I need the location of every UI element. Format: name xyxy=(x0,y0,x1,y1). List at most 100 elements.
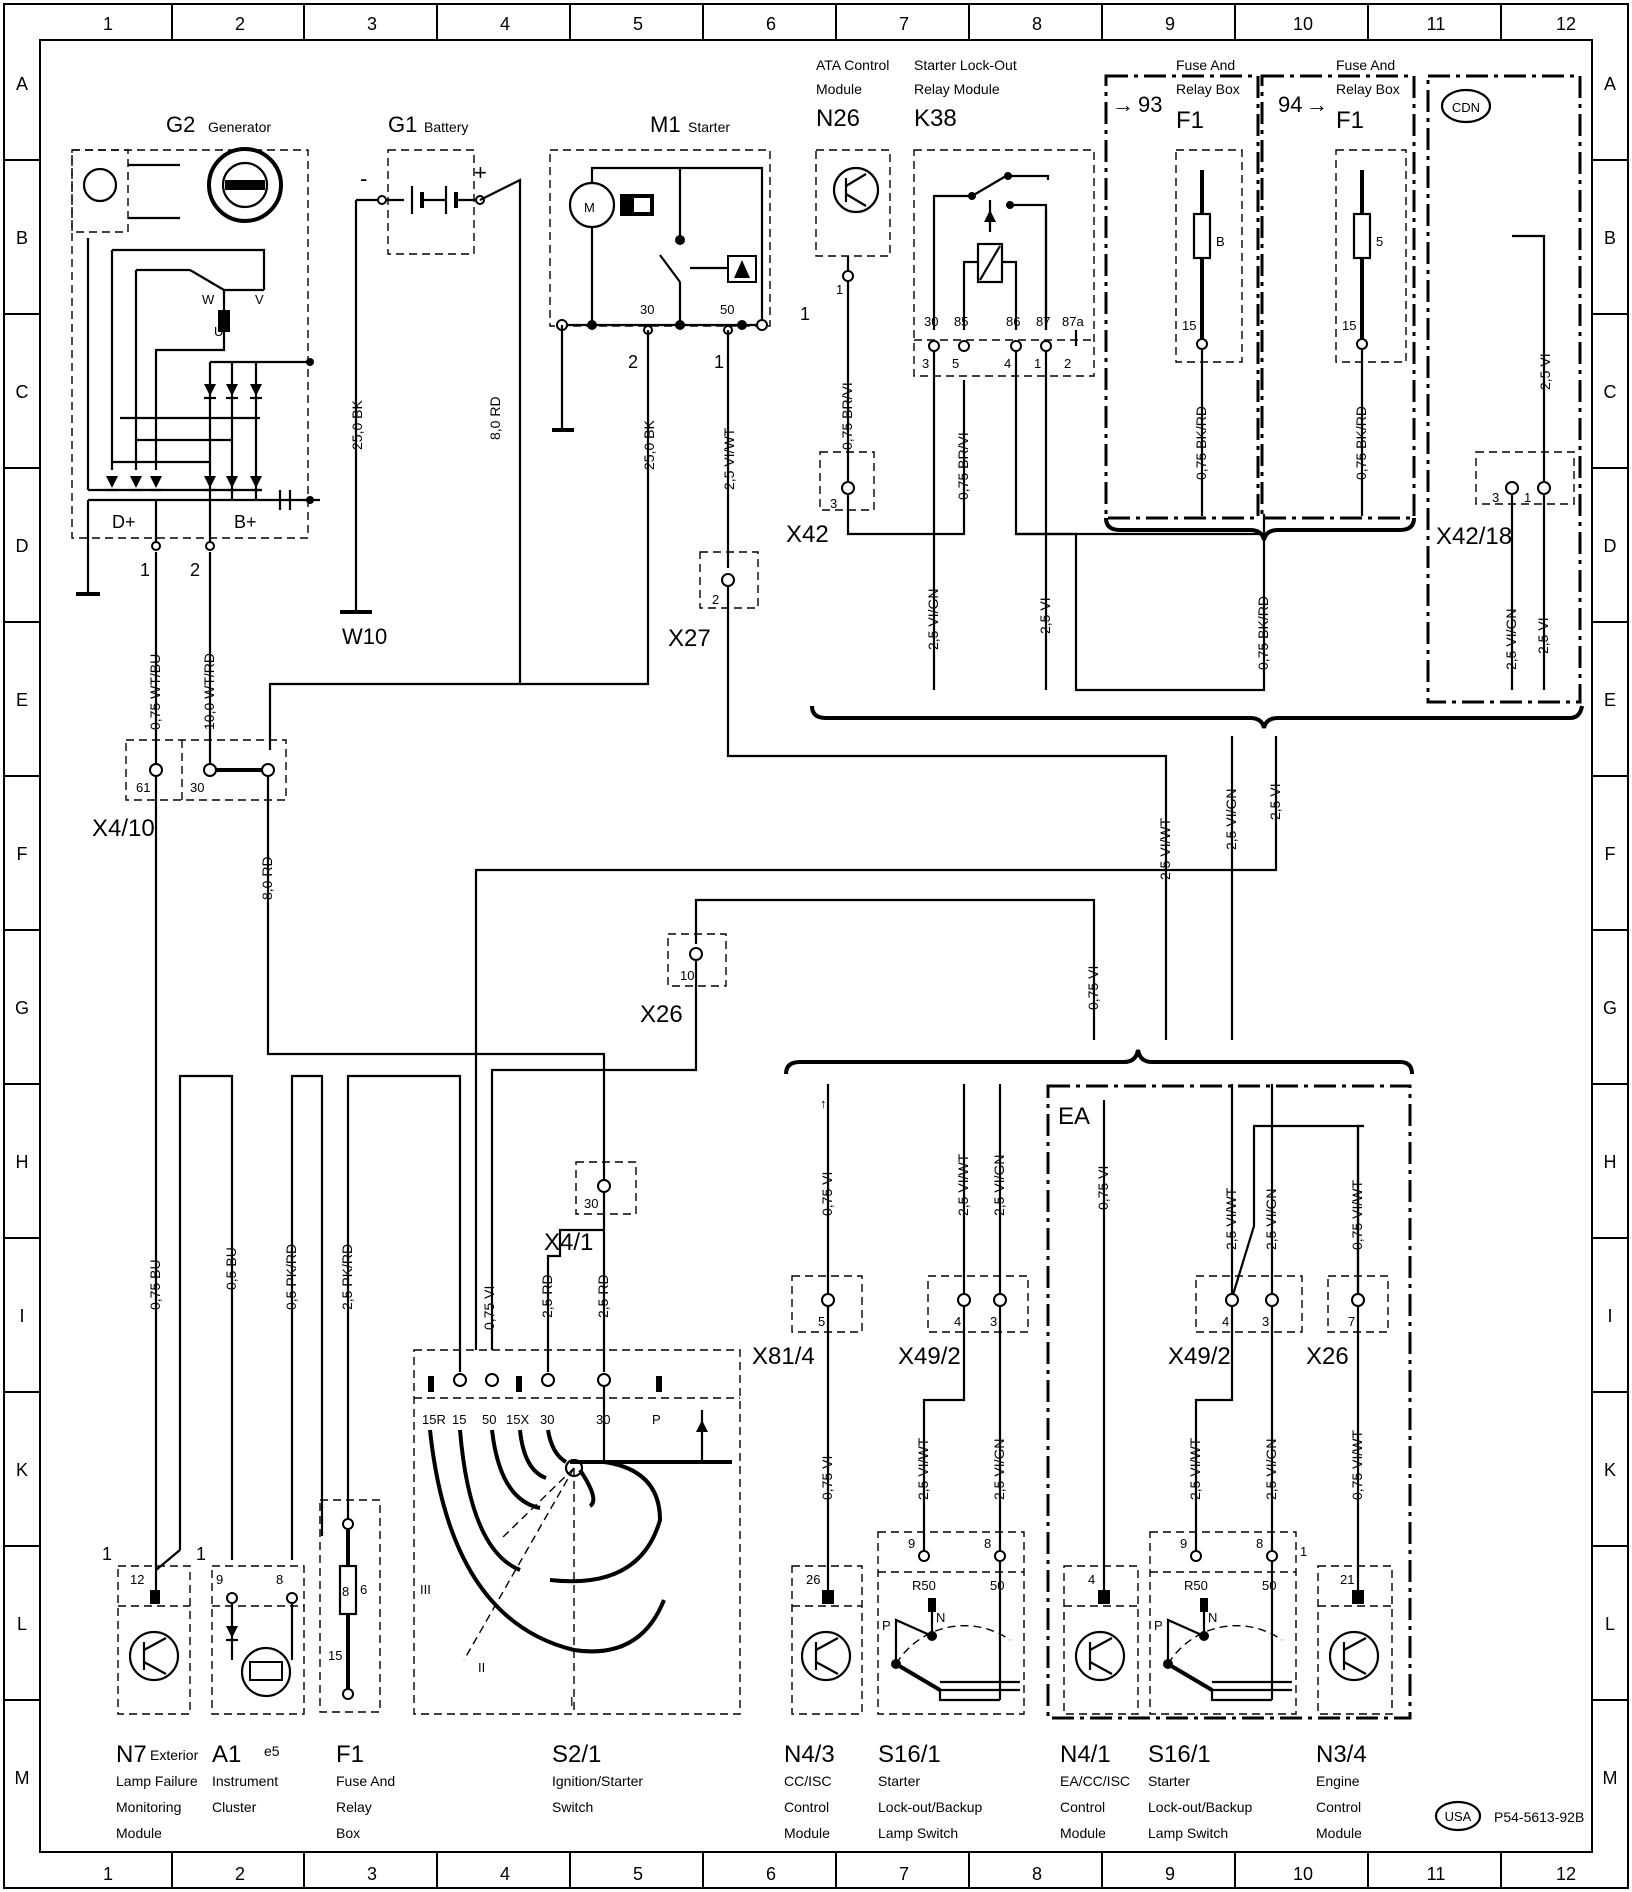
ground-point-w10: W10 xyxy=(342,624,387,649)
col-label: 9 xyxy=(1165,1864,1175,1884)
connector-label: X26 xyxy=(1306,1343,1349,1370)
connector-label: X27 xyxy=(668,625,711,652)
component-id: S16/1 xyxy=(1148,1741,1211,1768)
wire-label: 2,5 VI/GN xyxy=(1263,1439,1279,1500)
component-id: G1 xyxy=(388,112,417,137)
row-label: M xyxy=(15,1768,30,1788)
charge-lamp-icon xyxy=(240,1646,292,1698)
component-desc: Starter Lock-Out xyxy=(914,57,1017,73)
pin-label: 50 xyxy=(482,1412,496,1427)
pin-label: R50 xyxy=(912,1578,936,1593)
fuse-relay-box-lower: 8 6 15 F1 Fuse And Relay Box xyxy=(319,1499,395,1841)
pin-label: 10 xyxy=(680,968,694,983)
module-n4-3: ↑ 0,75 VI 5 X81/4 0,75 VI 26 N4/3 CC/ISC… xyxy=(752,1084,863,1841)
component-desc: Control xyxy=(1060,1799,1105,1815)
component-desc: Generator xyxy=(208,119,271,135)
row-label: E xyxy=(16,690,28,710)
wire-label: 2,5 VI/GN xyxy=(1263,1189,1279,1250)
pin-label: 4 xyxy=(1222,1314,1229,1329)
pin-label: 8 xyxy=(984,1536,991,1551)
rectifier-diodes-icon xyxy=(106,384,262,492)
pin-label: II xyxy=(478,1660,485,1675)
rotor-winding-icon xyxy=(207,147,283,223)
col-label: 7 xyxy=(899,1864,909,1884)
component-id: G2 xyxy=(166,112,195,137)
pin-label: 4 xyxy=(954,1314,961,1329)
col-label: 2 xyxy=(235,1864,245,1884)
pin-label: 8 xyxy=(276,1572,283,1587)
grid-ticks-top xyxy=(171,4,1502,40)
pin-label: 5 xyxy=(818,1314,825,1329)
transistor-icon xyxy=(832,166,880,214)
component-id: F1 xyxy=(336,1741,364,1768)
pin-label: 30 xyxy=(924,314,938,329)
component-id: F1 xyxy=(1176,107,1204,134)
pin-label: 15 xyxy=(1342,318,1356,333)
pin-label: 26 xyxy=(806,1572,820,1587)
pin-label: N xyxy=(936,1610,945,1625)
connector-x4-10: 61 30 X4/10 0,75 WT/BU 10,0 WT/RD 8,0 RD xyxy=(92,552,606,1536)
wire-label: 0,75 VI xyxy=(819,1456,835,1500)
row-label: I xyxy=(1607,1306,1612,1326)
grid-ticks-sides xyxy=(4,159,1628,1701)
svg-text:↑: ↑ xyxy=(820,1096,827,1111)
pin-label: 50 xyxy=(1262,1578,1276,1593)
row-label: D xyxy=(1604,536,1617,556)
pin-label: 2 xyxy=(190,560,200,580)
component-id: N7 xyxy=(116,1741,147,1768)
wire-label: 0,5 BU xyxy=(223,1247,239,1290)
component-desc: Starter xyxy=(1148,1773,1190,1789)
row-label: K xyxy=(16,1460,28,1480)
module-n26: ATA Control Module N26 1 1 0,75 BR/VI 3 … xyxy=(786,57,966,548)
pin-label: 1 xyxy=(196,1544,206,1564)
pin-label: I xyxy=(570,1694,574,1709)
fuse-relay-box-94: Fuse And Relay Box 94 → F1 5 15 0,75 BK/… xyxy=(1278,57,1407,516)
col-label: 7 xyxy=(899,14,909,34)
wire-label: 0,75 BK/RD xyxy=(1255,596,1271,670)
col-label: 1 xyxy=(103,14,113,34)
wire-label: 25,0 BK xyxy=(641,420,657,470)
module-n7: 12 1 N7 Exterior Lamp Failure Monitoring… xyxy=(102,1536,199,1841)
pin-label: 7 xyxy=(1348,1314,1355,1329)
col-label: 6 xyxy=(766,14,776,34)
component-desc: Engine xyxy=(1316,1773,1360,1789)
wire-label: 0,75 VI xyxy=(1095,1166,1111,1210)
instrument-cluster-a1: 1 9 8 A1 e5 Instrument Cluster xyxy=(196,1544,305,1815)
pin-label: 21 xyxy=(1340,1572,1354,1587)
component-desc: Ignition/Starter xyxy=(552,1773,643,1789)
ea-option-box xyxy=(1046,1084,1412,1720)
pin-label: R50 xyxy=(1184,1578,1208,1593)
pin-label: 5 xyxy=(1376,234,1383,249)
pin-label: 61 xyxy=(136,780,150,795)
pin-label: 1 xyxy=(1034,356,1041,371)
wire-label: 2,5 VI/WT xyxy=(1223,1187,1239,1250)
pin-label: 3 xyxy=(830,496,837,511)
wire-label: 2,5 VI/WT xyxy=(1157,817,1173,880)
option-box-94 xyxy=(1260,74,1416,520)
col-label: 12 xyxy=(1556,1864,1576,1884)
generator-g2: G2 Generator W V U xyxy=(71,112,320,596)
pin-label: P xyxy=(652,1412,661,1427)
component-desc: Lamp Switch xyxy=(878,1825,958,1841)
wire-label: 2,5 VI xyxy=(1535,617,1551,654)
wire-label: 0,75 VI xyxy=(819,1172,835,1216)
component-desc: Relay Box xyxy=(1176,81,1240,97)
col-label: 11 xyxy=(1427,14,1446,34)
pin-label: 15 xyxy=(328,1648,342,1663)
col-label: 4 xyxy=(500,1864,510,1884)
row-label: M xyxy=(1603,1768,1618,1788)
row-label: G xyxy=(1603,998,1617,1018)
row-label: I xyxy=(19,1306,24,1326)
pin-label: 30 xyxy=(584,1196,598,1211)
pin-label: 3 xyxy=(1492,490,1499,505)
connector-label: X49/2 xyxy=(1168,1343,1231,1370)
component-desc: Fuse And xyxy=(336,1773,395,1789)
cdn-badge xyxy=(1440,88,1492,124)
pin-label: 8 xyxy=(1256,1536,1263,1551)
pin-label: 2 xyxy=(712,592,719,607)
pin-label: 12 xyxy=(130,1572,144,1587)
transistor-icon xyxy=(128,1630,180,1682)
pin-label: P xyxy=(1154,1618,1163,1633)
wire-label: 8,0 RD xyxy=(487,396,503,440)
